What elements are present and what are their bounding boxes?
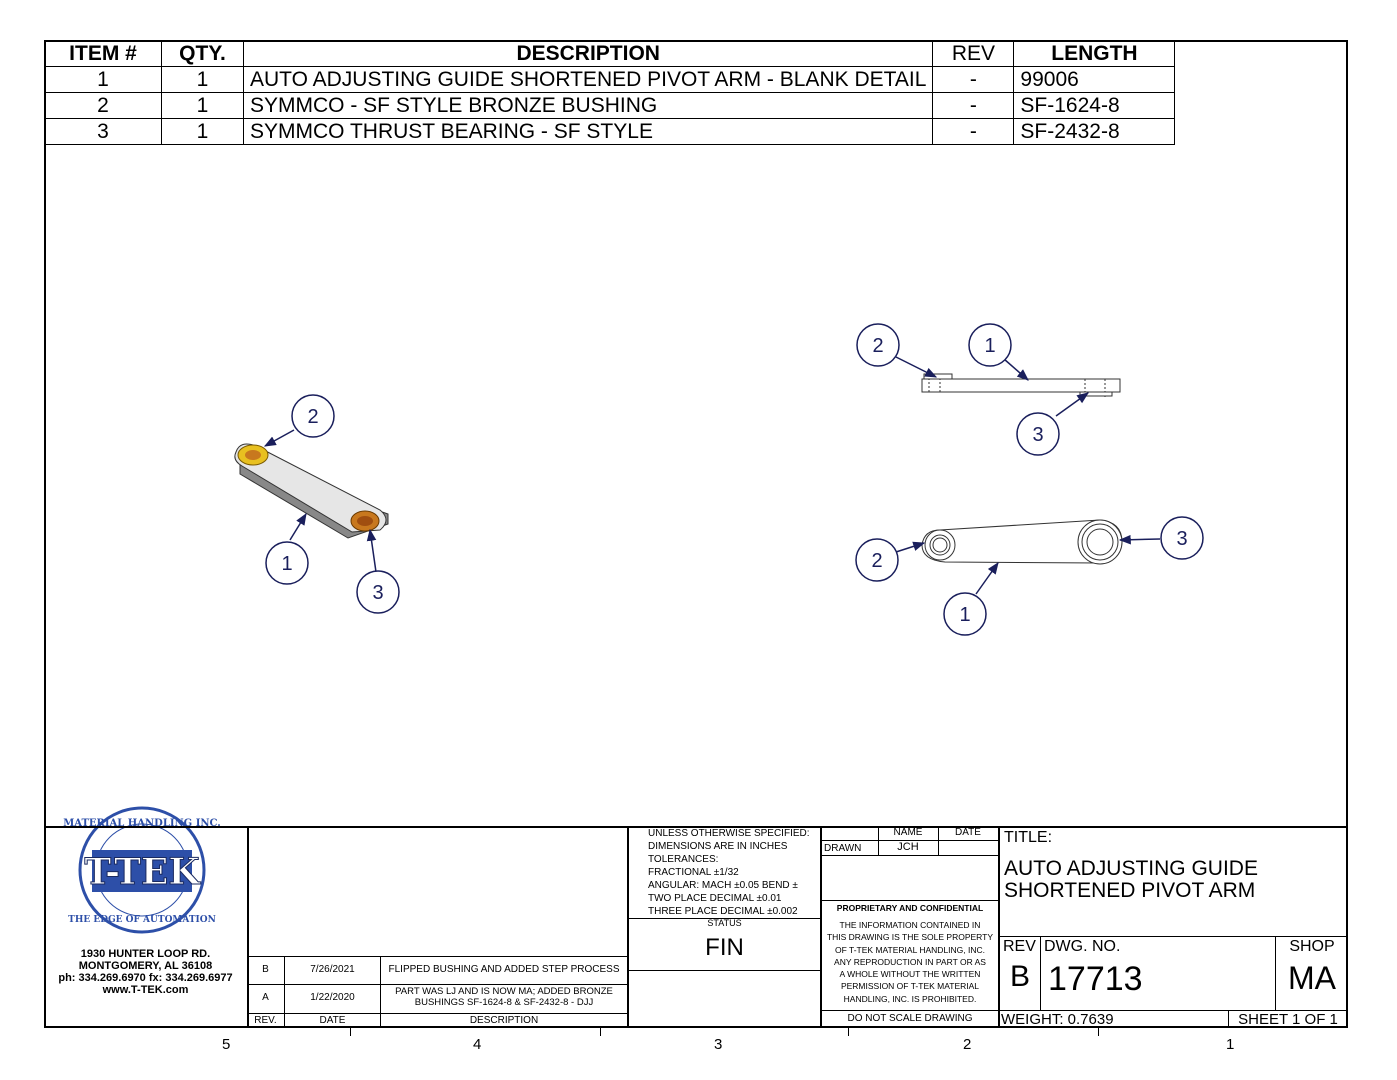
- logo-bottom-text: THE EDGE OF AUTOMATION: [68, 915, 216, 925]
- title-line-1: AUTO ADJUSTING GUIDE: [1004, 857, 1258, 880]
- revision-date: 1/22/2020: [310, 992, 355, 1003]
- balloon-3: 3: [1032, 424, 1043, 446]
- revision-header-date: DATE: [319, 1015, 346, 1026]
- revision-header-description: DESCRIPTION: [469, 1015, 539, 1026]
- revision-description: PART WAS LJ AND IS NOW MA; ADDED BRONZE …: [395, 986, 613, 1008]
- bom-qty: 1: [161, 66, 244, 93]
- bom-qty: 1: [161, 92, 244, 119]
- proprietary-title: PROPRIETARY AND CONFIDENTIAL: [836, 903, 984, 913]
- shop-label: SHOP: [1289, 938, 1335, 955]
- bom-item: 3: [44, 118, 162, 145]
- balloon-3: 3: [1176, 528, 1187, 550]
- status-value: FIN: [705, 934, 744, 961]
- balloon-1: 1: [984, 335, 995, 357]
- sheet-number: SHEET 1 OF 1: [1238, 1011, 1338, 1028]
- tolerance-line: ANGULAR: MACH ±0.05 BEND ±: [648, 880, 798, 891]
- balloon-1: 1: [959, 604, 970, 626]
- website: www.T-TEK.com: [102, 984, 189, 996]
- bom-row: 3 1 SYMMCO THRUST BEARING - SF STYLE - S…: [44, 118, 1176, 145]
- status-label: STATUS: [707, 918, 742, 928]
- bom-qty: 1: [161, 118, 244, 145]
- bom-length: SF-2432-8: [1013, 118, 1176, 145]
- balloon-2: 2: [307, 406, 318, 428]
- revision-description: FLIPPED BUSHING AND ADDED STEP PROCESS: [388, 964, 620, 975]
- balloon-3: 3: [372, 582, 383, 604]
- balloon-1: 1: [281, 553, 292, 575]
- name-header: NAME: [893, 827, 923, 838]
- bom-rev: -: [932, 118, 1015, 145]
- rev-value: B: [1009, 960, 1030, 993]
- zone-2: 2: [963, 1036, 972, 1053]
- title-line-2: SHORTENED PIVOT ARM: [1004, 879, 1256, 902]
- bom-row: 1 1 AUTO ADJUSTING GUIDE SHORTENED PIVOT…: [44, 66, 1176, 93]
- weight: WEIGHT: 0.7639: [1001, 1011, 1114, 1028]
- top-view: [921, 519, 1123, 565]
- company-address: 1930 HUNTER LOOP RD. MONTGOMERY, AL 3610…: [44, 948, 247, 996]
- tolerance-line: THREE PLACE DECIMAL ±0.002: [648, 906, 798, 917]
- address-line-1: 1930 HUNTER LOOP RD.: [80, 948, 211, 960]
- isometric-view: [234, 443, 389, 539]
- drawn-name: JCH: [897, 841, 919, 853]
- revision-header-rev: REV.: [254, 1015, 277, 1026]
- bom-header-row: ITEM # QTY. DESCRIPTION REV LENGTH: [44, 40, 1176, 67]
- logo-main-text: T-TEK: [84, 851, 201, 893]
- bom-header-description: DESCRIPTION: [242, 40, 934, 67]
- tolerance-line: TWO PLACE DECIMAL ±0.01: [648, 893, 782, 904]
- proprietary-notice: THE INFORMATION CONTAINED IN THIS DRAWIN…: [826, 920, 994, 1004]
- dwg-no-label: DWG. NO.: [1044, 938, 1121, 955]
- tolerance-line: FRACTIONAL ±1/32: [648, 867, 739, 878]
- revision-rev: B: [262, 964, 269, 975]
- balloon-2: 2: [872, 335, 883, 357]
- tolerance-line: TOLERANCES:: [648, 854, 719, 865]
- zone-4: 4: [473, 1036, 482, 1053]
- bom-rev: -: [932, 92, 1015, 119]
- drawing-number: 17713: [1048, 960, 1143, 998]
- bom-description: SYMMCO THRUST BEARING - SF STYLE: [242, 118, 934, 145]
- address-line-2: MONTGOMERY, AL 36108: [78, 960, 213, 972]
- revision-date: 7/26/2021: [310, 964, 355, 975]
- zone-3: 3: [714, 1036, 723, 1053]
- side-view: [921, 373, 1121, 397]
- rev-label: REV: [1003, 938, 1036, 955]
- bom-description: SYMMCO - SF STYLE BRONZE BUSHING: [242, 92, 934, 119]
- revision-rev: A: [262, 992, 269, 1003]
- bom-item: 2: [44, 92, 162, 119]
- drawn-label: DRAWN: [824, 843, 862, 854]
- no-scale-note: DO NOT SCALE DRAWING: [847, 1013, 973, 1024]
- tolerances-block: UNLESS OTHERWISE SPECIFIED: DIMENSIONS A…: [648, 827, 810, 918]
- tolerance-line: UNLESS OTHERWISE SPECIFIED:: [648, 828, 810, 839]
- title-label: TITLE:: [1004, 829, 1053, 846]
- bill-of-materials: ITEM # QTY. DESCRIPTION REV LENGTH 1 1 A…: [44, 40, 1176, 145]
- balloon-2: 2: [871, 550, 882, 572]
- tolerance-line: DIMENSIONS ARE IN INCHES: [648, 841, 788, 852]
- drawing-title: AUTO ADJUSTING GUIDE SHORTENED PIVOT ARM: [1004, 858, 1258, 902]
- zone-5: 5: [222, 1036, 231, 1053]
- company-logo: T-TEK MATERIAL HANDLING INC. THE EDGE OF…: [63, 806, 221, 934]
- phone-fax: ph: 334.269.6970 fx: 334.269.6977: [58, 972, 233, 984]
- bom-row: 2 1 SYMMCO - SF STYLE BRONZE BUSHING - S…: [44, 92, 1176, 119]
- bom-length: SF-1624-8: [1013, 92, 1176, 119]
- title-block-top-border: [44, 826, 1348, 828]
- leader-lines: [263, 356, 1161, 595]
- bom-header-qty: QTY.: [161, 40, 244, 67]
- logo-top-text: MATERIAL HANDLING INC.: [63, 818, 221, 829]
- balloons: [265, 323, 1204, 636]
- zone-1: 1: [1226, 1036, 1235, 1053]
- shop-value: MA: [1288, 960, 1336, 996]
- date-header: DATE: [955, 827, 981, 838]
- bom-description: AUTO ADJUSTING GUIDE SHORTENED PIVOT ARM…: [242, 66, 934, 93]
